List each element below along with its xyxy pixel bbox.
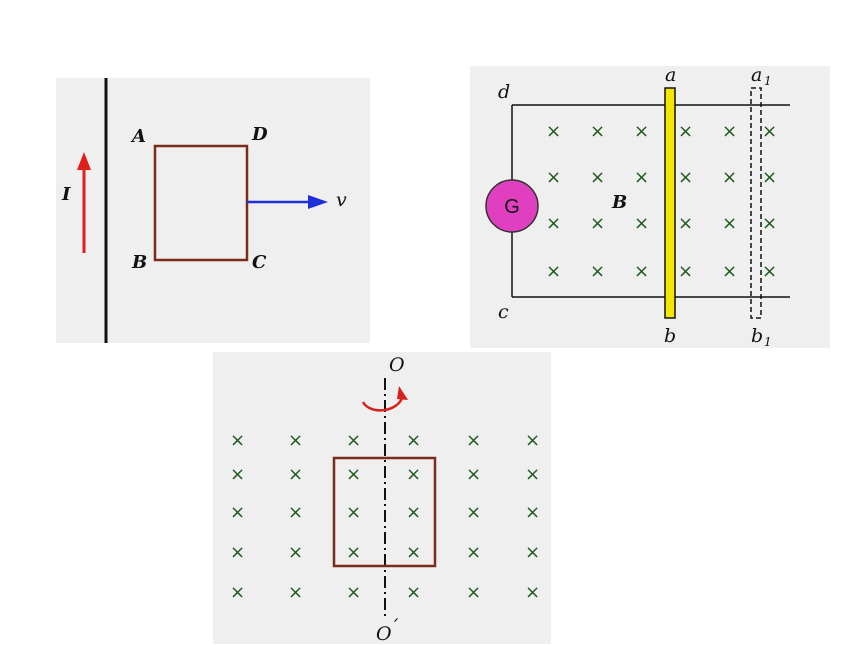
- field-cross: ×: [634, 213, 649, 234]
- velocity-arrow-head: [308, 195, 328, 209]
- field-cross: ×: [525, 542, 540, 563]
- figure-rails-galvanometer: G d c × × × × × × × × × × × × × × × × × …: [470, 66, 830, 348]
- field-cross: ×: [762, 167, 777, 188]
- field-cross: ×: [525, 582, 540, 603]
- field-cross: ×: [546, 121, 561, 142]
- field-cross: ×: [346, 464, 361, 485]
- label-c: c: [498, 301, 509, 323]
- axis-bottom-label: O: [376, 623, 392, 644]
- field-cross: ×: [230, 430, 245, 451]
- field-label: B: [611, 192, 627, 213]
- magnetic-field-crosses: × × × × × × × × × × × × × × × × × × × × …: [546, 121, 777, 282]
- figure-wire-and-loop-canvas: I A D B C v: [61, 78, 347, 343]
- field-cross: ×: [634, 121, 649, 142]
- field-cross: ×: [288, 430, 303, 451]
- figure-rails-galvanometer-canvas: G d c × × × × × × × × × × × × × × × × × …: [485, 66, 790, 348]
- axis-bottom-prime: ′: [394, 615, 399, 637]
- field-cross: ×: [230, 502, 245, 523]
- field-cross: ×: [288, 464, 303, 485]
- field-cross: ×: [762, 121, 777, 142]
- label-a: a: [665, 66, 676, 86]
- galvanometer: [485, 179, 539, 233]
- axis-top-label: O: [389, 354, 405, 376]
- field-cross: ×: [722, 261, 737, 282]
- field-cross: ×: [722, 121, 737, 142]
- field-cross: ×: [590, 261, 605, 282]
- rotation-arrow-head: [397, 386, 408, 400]
- label-a1-subscript: 1: [764, 74, 772, 88]
- field-cross: ×: [762, 261, 777, 282]
- field-cross: ×: [230, 582, 245, 603]
- field-cross: ×: [346, 502, 361, 523]
- field-cross: ×: [230, 542, 245, 563]
- field-cross: ×: [546, 213, 561, 234]
- field-cross: ×: [466, 430, 481, 451]
- field-cross: ×: [406, 464, 421, 485]
- corner-label-d: D: [251, 124, 268, 145]
- field-cross: ×: [406, 582, 421, 603]
- field-cross: ×: [634, 167, 649, 188]
- field-cross: ×: [546, 261, 561, 282]
- field-cross: ×: [722, 167, 737, 188]
- field-cross: ×: [466, 582, 481, 603]
- corner-label-b: B: [131, 252, 147, 273]
- field-cross: ×: [288, 542, 303, 563]
- field-cross: ×: [590, 213, 605, 234]
- rectangular-loop: [153, 144, 249, 262]
- field-cross: ×: [466, 464, 481, 485]
- field-cross: ×: [590, 121, 605, 142]
- rotation-arrow-curve: [361, 395, 405, 412]
- velocity-label: v: [336, 189, 347, 211]
- current-arrow-head: [77, 152, 91, 170]
- field-cross: ×: [525, 464, 540, 485]
- figure-wire-and-loop: I A D B C v: [56, 78, 370, 343]
- field-cross: ×: [346, 430, 361, 451]
- figure-rotating-loop: O O ′ × × × × × × × × × × × × × × × × × …: [213, 352, 551, 644]
- field-cross: ×: [678, 261, 693, 282]
- field-cross: ×: [288, 502, 303, 523]
- field-cross: ×: [634, 261, 649, 282]
- field-cross: ×: [346, 542, 361, 563]
- figure-rotating-loop-canvas: O O ′ × × × × × × × × × × × × × × × × × …: [230, 354, 540, 644]
- field-cross: ×: [466, 542, 481, 563]
- field-cross: ×: [590, 167, 605, 188]
- rod-later-position: [750, 87, 762, 319]
- label-a1: a: [751, 66, 762, 86]
- field-cross: ×: [762, 213, 777, 234]
- field-cross: ×: [230, 464, 245, 485]
- field-cross: ×: [722, 213, 737, 234]
- magnetic-field-crosses: × × × × × × × × × × × × × × × × × × × × …: [230, 430, 540, 603]
- sliding-rod: [664, 87, 676, 319]
- field-cross: ×: [288, 582, 303, 603]
- label-b: b: [664, 325, 676, 347]
- galvanometer-label: G: [504, 196, 520, 218]
- current-label: I: [61, 184, 71, 205]
- label-b1-subscript: 1: [764, 335, 772, 348]
- field-cross: ×: [525, 430, 540, 451]
- field-cross: ×: [346, 582, 361, 603]
- field-cross: ×: [678, 121, 693, 142]
- field-cross: ×: [678, 213, 693, 234]
- corner-label-a: A: [130, 126, 146, 147]
- field-cross: ×: [466, 502, 481, 523]
- label-b1: b: [751, 325, 763, 347]
- corner-label-c: C: [252, 252, 267, 273]
- field-cross: ×: [546, 167, 561, 188]
- field-cross: ×: [406, 502, 421, 523]
- field-cross: ×: [406, 430, 421, 451]
- rectangular-loop: [332, 456, 437, 568]
- field-cross: ×: [525, 502, 540, 523]
- field-cross: ×: [406, 542, 421, 563]
- label-d: d: [498, 81, 510, 103]
- field-cross: ×: [678, 167, 693, 188]
